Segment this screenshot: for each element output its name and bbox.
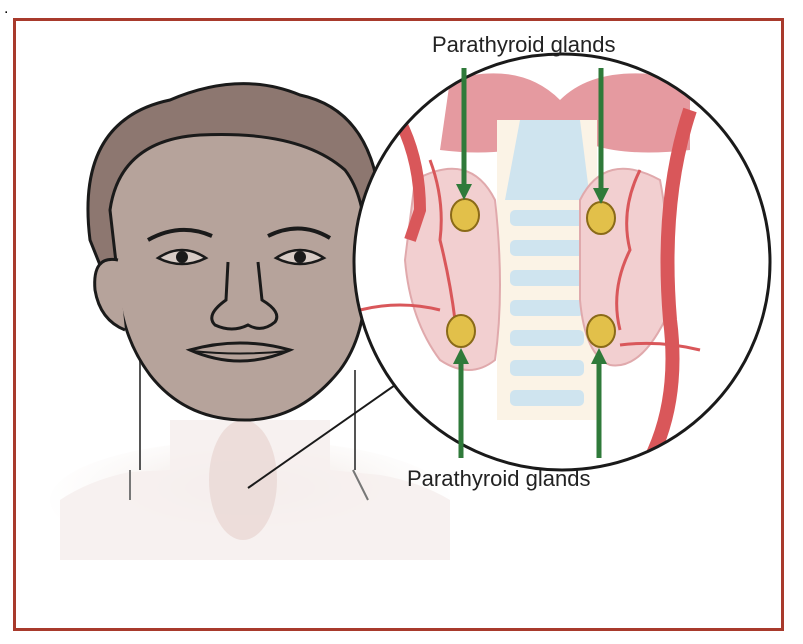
corner-mark: . xyxy=(4,0,9,17)
right-eye xyxy=(273,248,327,266)
left-eye xyxy=(155,248,209,266)
parathyroid-gland-icon xyxy=(446,314,476,348)
arrows xyxy=(453,68,609,458)
arrow-down-icon xyxy=(593,68,609,204)
arrow-up-icon xyxy=(591,348,607,458)
parathyroid-gland-icon xyxy=(450,198,480,232)
parathyroid-gland-icon xyxy=(586,314,616,348)
magnifier-pointer xyxy=(247,375,409,489)
thyroid-location-marker xyxy=(209,420,277,540)
magnifier-lens xyxy=(352,52,772,472)
trachea-rings xyxy=(510,210,584,406)
head xyxy=(86,82,385,422)
arrow-up-icon xyxy=(453,348,469,458)
arrow-down-icon xyxy=(456,68,472,200)
label-parathyroid-bottom: Parathyroid glands xyxy=(407,466,591,491)
parathyroid-gland-icon xyxy=(586,201,616,235)
label-parathyroid-top: Parathyroid glands xyxy=(432,32,616,57)
neck xyxy=(139,360,356,540)
figure-frame xyxy=(13,18,784,631)
